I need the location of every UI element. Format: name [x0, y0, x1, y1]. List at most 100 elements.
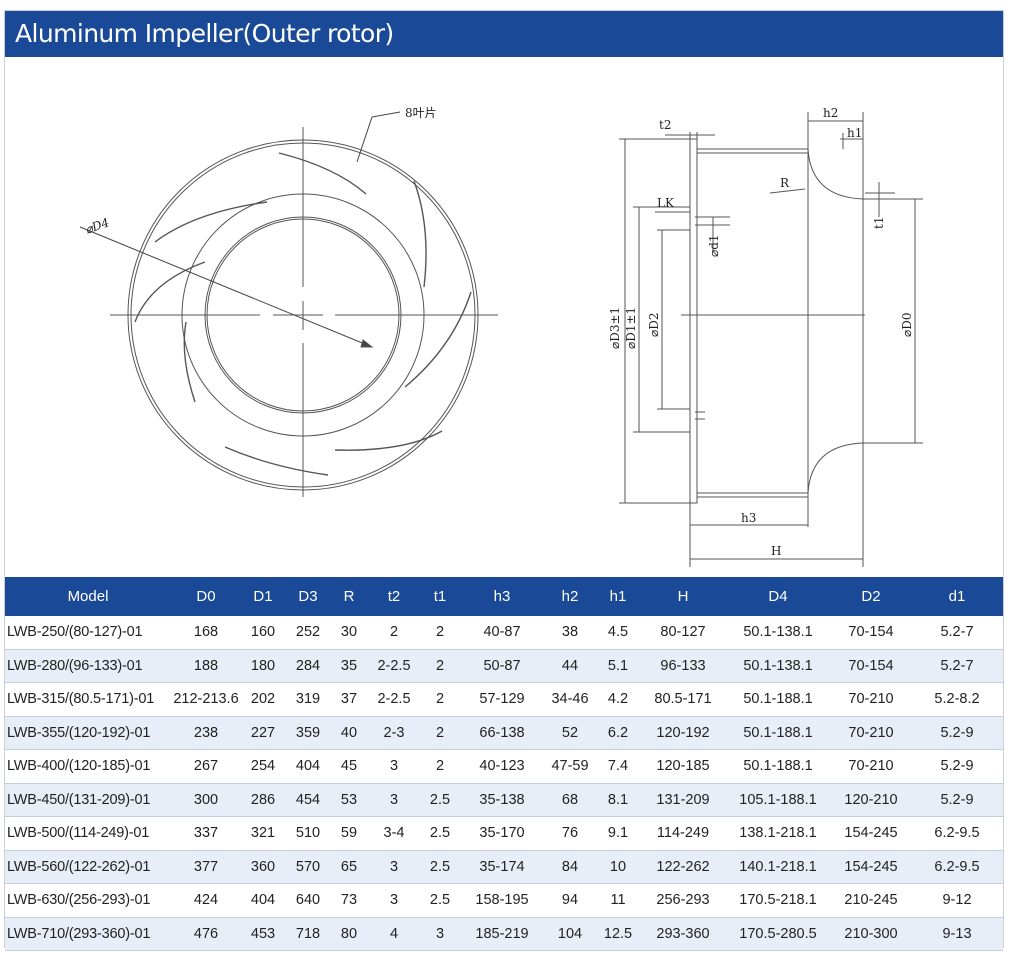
table-cell: 210-245 [831, 883, 911, 918]
outer-ring [127, 139, 479, 491]
d2-label: ⌀D2 [647, 313, 661, 337]
table-cell: 3 [367, 850, 421, 884]
table-cell: 9-13 [911, 917, 1003, 951]
table-cell: 2.5 [421, 783, 459, 817]
side-view [619, 112, 923, 567]
table-cell: 227 [241, 716, 285, 750]
table-cell: 50.1-188.1 [725, 716, 831, 750]
table-cell: 80-127 [641, 616, 725, 650]
col-header: Model [5, 577, 171, 616]
table-cell: 293-360 [641, 917, 725, 951]
table-cell: 5.2-9 [911, 749, 1003, 784]
table-cell: 5.2-7 [911, 649, 1003, 683]
table-cell: 319 [285, 682, 331, 717]
col-header: D1 [241, 577, 285, 616]
d0-label: ⌀D0 [900, 313, 914, 337]
table-cell: 2.5 [421, 850, 459, 884]
col-header: h1 [595, 577, 641, 616]
inlet-curve-top [807, 148, 864, 200]
table-cell: 30 [331, 616, 367, 650]
col-header: t2 [367, 577, 421, 616]
table-cell: 160 [241, 616, 285, 650]
table-cell: 120-185 [641, 749, 725, 784]
inner-ring [181, 193, 425, 437]
table-cell: 114-249 [641, 816, 725, 851]
blades-label: 8叶片 [405, 106, 437, 120]
col-header: D4 [725, 577, 831, 616]
table-cell: 252 [285, 616, 331, 650]
h1-label: h1 [847, 126, 862, 140]
table-cell: 37 [331, 682, 367, 717]
back-plate [689, 138, 698, 504]
table-cell: 9-12 [911, 883, 1003, 918]
table-cell: 718 [285, 917, 331, 951]
table-cell: 267 [171, 749, 241, 784]
table-cell: 44 [545, 649, 595, 683]
model-cell: LWB-250/(80-127)-01 [5, 616, 171, 650]
table-cell: 2 [421, 649, 459, 683]
table-cell: 4.2 [595, 682, 641, 717]
table-cell: 52 [545, 716, 595, 750]
blade-leader [371, 111, 401, 118]
technical-drawing: 8叶片 ⌀D4 [5, 57, 1003, 577]
page-title: Aluminum Impeller(Outer rotor) [5, 11, 1003, 57]
col-header: H [641, 577, 725, 616]
table-cell: 3-4 [367, 816, 421, 851]
table-cell: 3 [367, 883, 421, 918]
table-cell: 3 [421, 917, 459, 951]
table-cell: 359 [285, 716, 331, 750]
table-cell: 38 [545, 616, 595, 650]
table-cell: 40 [331, 716, 367, 750]
table-header-row: Model D0 D1 D3 R t2 t1 h3 h2 h1 H D4 D2 … [5, 577, 1003, 616]
table-cell: 154-245 [831, 850, 911, 884]
table-cell: 2 [421, 716, 459, 750]
table-cell: 212-213.6 [171, 682, 241, 717]
table-cell: 2-2.5 [367, 649, 421, 683]
table-cell: 104 [545, 917, 595, 951]
table-cell: 80.5-171 [641, 682, 725, 717]
model-cell: LWB-500/(114-249)-01 [5, 816, 171, 851]
table-cell: 131-209 [641, 783, 725, 817]
table-cell: 80 [331, 917, 367, 951]
table-cell: 210-300 [831, 917, 911, 951]
table-cell: 122-262 [641, 850, 725, 884]
front-view [79, 111, 498, 497]
table-cell: 2.5 [421, 816, 459, 851]
table-cell: 50.1-188.1 [725, 682, 831, 717]
table-cell: 7.4 [595, 749, 641, 784]
col-header: R [331, 577, 367, 616]
table-cell: 4 [367, 917, 421, 951]
table-cell: 35-138 [459, 783, 545, 817]
col-header: D0 [171, 577, 241, 616]
model-cell: LWB-400/(120-185)-01 [5, 749, 171, 784]
table-cell: 120-210 [831, 783, 911, 817]
table-cell: 185-219 [459, 917, 545, 951]
col-header: D2 [831, 577, 911, 616]
table-cell: 5.2-7 [911, 616, 1003, 650]
table-cell: 337 [171, 816, 241, 851]
table-cell: 202 [241, 682, 285, 717]
table-cell: 238 [171, 716, 241, 750]
table-cell: 96-133 [641, 649, 725, 683]
h2-label: h2 [823, 106, 838, 120]
table-cell: 453 [241, 917, 285, 951]
table-cell: 5.2-9 [911, 783, 1003, 817]
col-header: h3 [459, 577, 545, 616]
table-cell: 140.1-218.1 [725, 850, 831, 884]
table-cell: 68 [545, 783, 595, 817]
model-cell: LWB-450/(131-209)-01 [5, 783, 171, 817]
model-cell: LWB-630/(256-293)-01 [5, 883, 171, 918]
col-header: h2 [545, 577, 595, 616]
table-cell: 158-195 [459, 883, 545, 918]
table-cell: 404 [241, 883, 285, 918]
table-cell: 138.1-218.1 [725, 816, 831, 851]
table-cell: 94 [545, 883, 595, 918]
blades [134, 152, 472, 476]
